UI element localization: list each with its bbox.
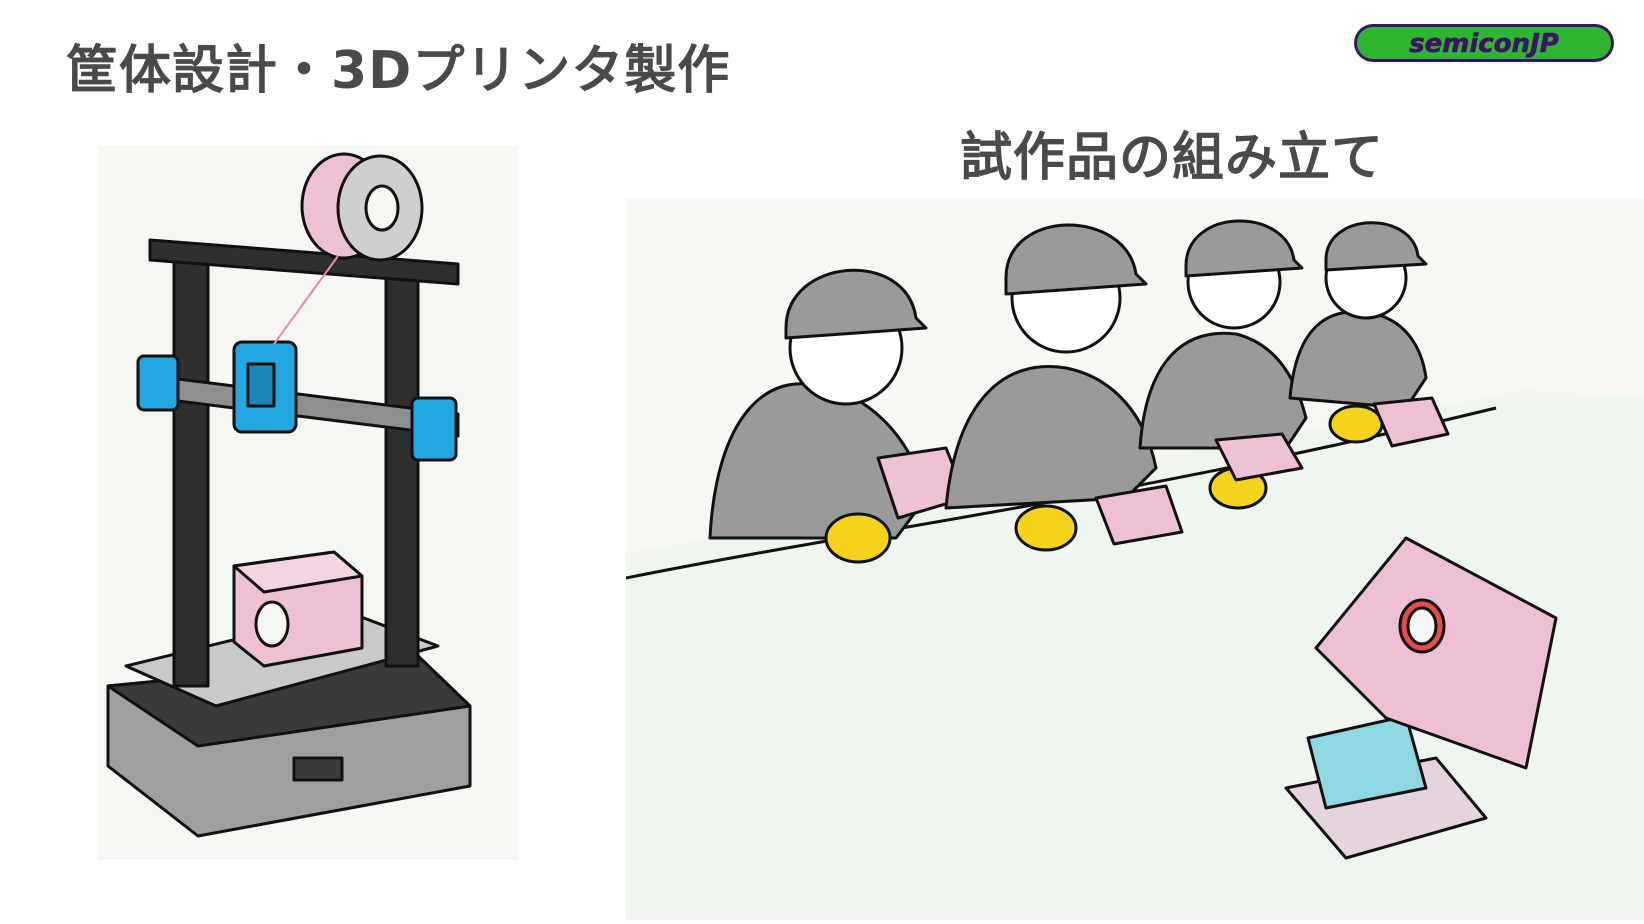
printer-panel	[98, 146, 518, 860]
worker-2	[944, 223, 1184, 552]
logo-inner	[1357, 27, 1611, 59]
assembly-panel	[625, 198, 1644, 920]
frame-left-pillar	[172, 252, 210, 688]
printer-control-panel	[292, 756, 344, 782]
printed-cube-top	[232, 550, 364, 594]
section-subtitle: 試作品の組み立て	[960, 128, 1385, 188]
worker-1	[708, 268, 968, 564]
page-title: 筐体設計・3Dプリンタ製作	[66, 41, 731, 101]
filament-line	[273, 255, 339, 345]
spool-hub	[364, 184, 400, 232]
worker-3	[1138, 219, 1308, 510]
3d-printer-illustration	[106, 152, 472, 838]
semiconjp-logo: semiconJP	[1354, 24, 1614, 62]
worker-4	[1288, 221, 1450, 448]
printed-cube-hole	[254, 600, 290, 648]
table-edge	[625, 406, 1497, 580]
left-motor	[136, 354, 180, 412]
prototype-device	[1284, 536, 1558, 860]
right-motor	[410, 396, 458, 462]
frame-right-pillar	[384, 272, 420, 668]
logo-text: semiconJP	[1409, 29, 1559, 59]
assembly-workers-illustration	[625, 219, 1644, 920]
print-head-fan	[246, 362, 276, 408]
